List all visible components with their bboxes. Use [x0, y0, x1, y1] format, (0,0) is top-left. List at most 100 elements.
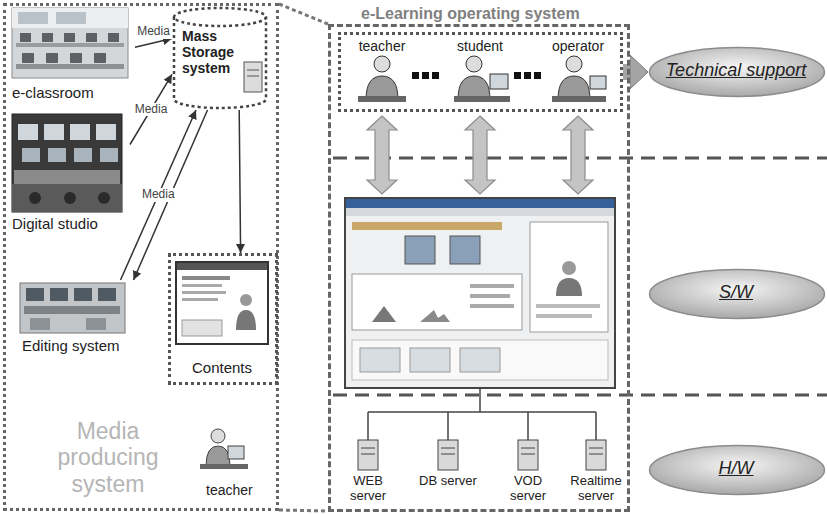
user-icons	[374, 56, 390, 72]
screen-screenshot	[562, 261, 576, 275]
user-icons	[590, 76, 606, 89]
screen-screenshot	[405, 236, 435, 264]
screen-screenshot	[352, 222, 502, 230]
server-node: Realtime server	[565, 438, 627, 510]
node-label: VOD server	[499, 474, 557, 504]
teacher-icon	[211, 429, 225, 443]
screen-screenshot	[346, 208, 614, 216]
studio-photo	[22, 148, 40, 162]
contents-screenshot	[240, 294, 252, 306]
screen-screenshot	[345, 198, 615, 388]
editing-photo	[98, 288, 116, 301]
server-icons	[358, 440, 606, 470]
studio-photo	[70, 124, 90, 140]
teacher-icon	[200, 464, 248, 469]
classroom-photo	[108, 33, 119, 42]
screen-screenshot	[360, 348, 400, 372]
double-arrows	[367, 116, 593, 194]
studio-photo	[18, 124, 116, 140]
contents-box: Contents	[168, 253, 278, 385]
classroom-photo	[42, 33, 53, 42]
contents-screenshot	[176, 262, 268, 344]
storage-server-icon	[247, 70, 259, 71]
editing-photo	[50, 288, 68, 301]
edge-label: Media	[133, 103, 170, 117]
server-icons	[518, 440, 538, 470]
storage-cylinder	[174, 8, 266, 108]
studio-photo	[12, 114, 122, 212]
user-icons	[552, 96, 606, 102]
node-label: S/W	[648, 282, 824, 303]
studio-photo	[74, 148, 92, 162]
user-box: teacherstudentoperator	[338, 32, 623, 112]
studio-photo	[98, 192, 110, 204]
storage-server-icon	[244, 62, 262, 92]
node-label: Technical support	[648, 60, 824, 81]
server-node: WEB server	[337, 438, 399, 510]
double-arrows	[367, 116, 397, 194]
ellipsis-squares	[432, 72, 439, 79]
studio-photo	[14, 170, 120, 184]
screen-screenshot	[460, 348, 500, 372]
ellipsis-squares	[524, 72, 531, 79]
editing-photo	[20, 283, 125, 333]
node-label: teacher	[342, 38, 422, 54]
screen-screenshot	[470, 284, 514, 288]
classroom-photo	[18, 12, 48, 24]
screen-screenshot	[372, 306, 396, 322]
studio-photo	[18, 124, 38, 140]
studio-photo	[22, 148, 118, 162]
user-icons	[454, 96, 510, 102]
node-label: Mass Storage system	[182, 28, 244, 76]
node-label: operator	[538, 38, 618, 54]
connector	[130, 74, 172, 144]
zoom-lines	[279, 510, 328, 511]
double-arrows	[563, 116, 593, 194]
screen-screenshot	[530, 222, 608, 332]
editing-photo	[74, 288, 92, 301]
classroom-photo	[20, 33, 119, 63]
screen-screenshot	[450, 236, 480, 264]
classroom-photo	[12, 8, 128, 28]
studio-photo	[12, 114, 122, 212]
studio-photo	[48, 148, 66, 162]
screen-screenshot	[536, 304, 600, 308]
media-source: Editing system	[10, 280, 140, 360]
contents-screenshot	[177, 263, 267, 270]
edge-label: Media	[140, 188, 177, 202]
contents-screenshot	[182, 320, 222, 336]
editing-photo	[30, 318, 50, 330]
classroom-photo	[64, 33, 75, 42]
studio-photo	[29, 192, 41, 204]
studio-photo	[96, 124, 116, 140]
node-label: Media producing system	[43, 418, 173, 497]
node-label: e-Learning operating system	[361, 5, 580, 23]
studio-photo	[12, 184, 122, 212]
node-label: Editing system	[22, 337, 120, 354]
zoom-lines	[279, 4, 328, 24]
screen-screenshot	[470, 304, 514, 308]
layer-ellipse: H/W	[648, 444, 826, 496]
node-label: WEB server	[339, 474, 397, 504]
server-icons	[361, 448, 603, 454]
classroom-photo	[16, 64, 124, 69]
server-tree	[479, 388, 481, 412]
classroom-photo	[12, 8, 128, 78]
user-icons	[566, 56, 582, 72]
ellipsis-squares	[534, 72, 541, 79]
contents-screenshot	[176, 262, 268, 344]
user-icons	[358, 56, 606, 102]
node-label: e-classroom	[12, 84, 94, 101]
teacher-icon	[228, 446, 244, 459]
editing-photo	[26, 288, 44, 301]
screen-screenshot	[536, 314, 592, 318]
classroom-photo	[16, 43, 124, 47]
contents-screenshot	[236, 310, 256, 330]
edge-label: Media	[135, 25, 172, 39]
storage-server-icon	[244, 62, 262, 92]
user-icons	[358, 56, 406, 102]
teacher-icon	[200, 429, 248, 469]
classroom-photo	[86, 33, 97, 42]
screen-screenshot	[420, 310, 450, 322]
classroom-photo	[12, 8, 128, 78]
